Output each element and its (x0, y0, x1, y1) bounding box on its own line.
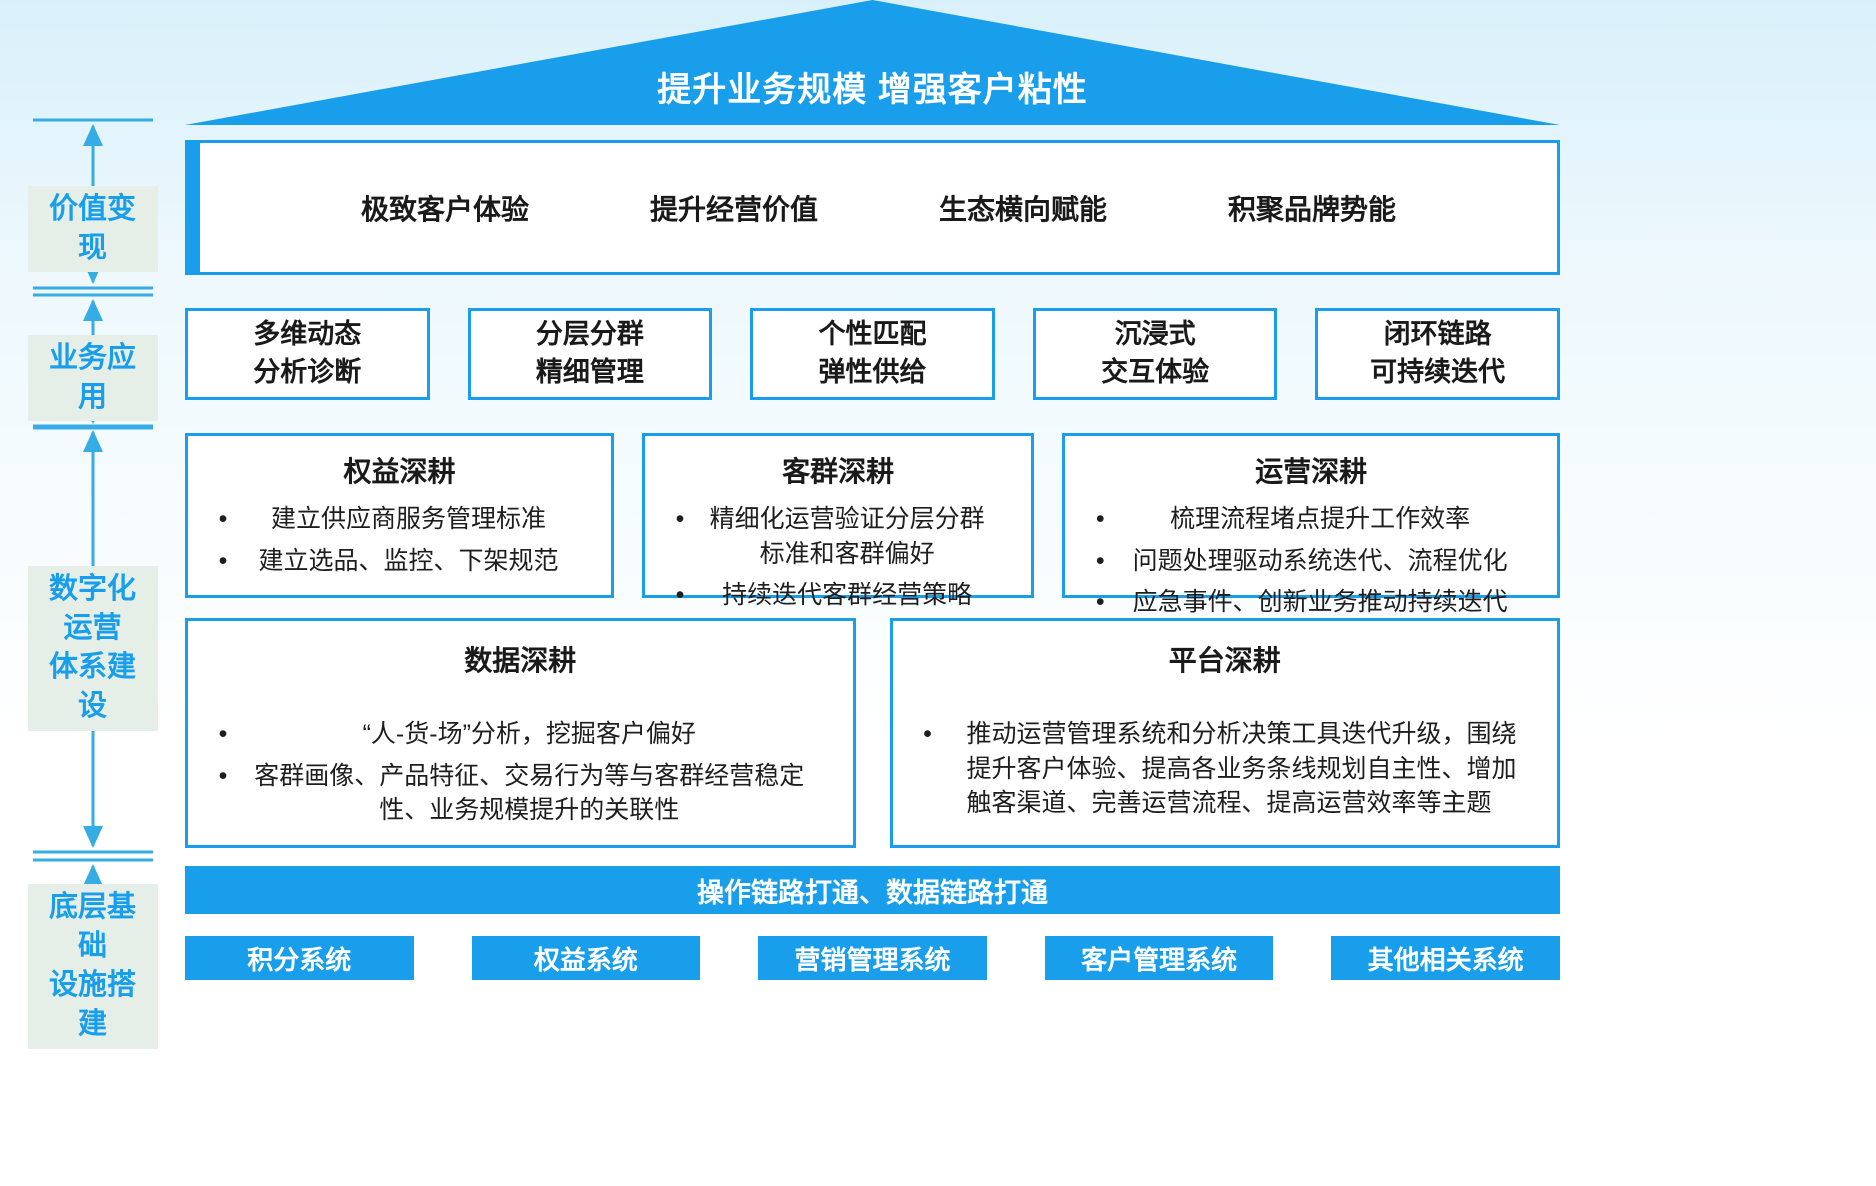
systems-row: 积分系统 权益系统 营销管理系统 客户管理系统 其他相关系统 (185, 936, 1560, 980)
card-bullets: 梳理流程堵点提升工作效率 问题处理驱动系统迭代、流程优化 应急事件、创新业务推动… (1077, 502, 1545, 620)
card-bullet: 应急事件、创新业务推动持续迭代 (1077, 585, 1545, 620)
rail-label-value: 价值变现 (27, 186, 158, 273)
app-box: 分层分群 精细管理 (467, 308, 713, 400)
card-bullet: 问题处理驱动系统迭代、流程优化 (1077, 544, 1545, 579)
cards-row-2: 数据深耕 “人-货-场”分析，挖掘客户偏好 客群画像、产品特征、交易行为等与客群… (185, 618, 1560, 848)
card-bullet: 建立选品、监控、下架规范 (200, 544, 599, 579)
rail-label-infrastructure: 底层基础 设施搭建 (27, 884, 158, 1049)
app-box: 闭环链路 可持续迭代 (1315, 308, 1560, 400)
card-bullet: 建立供应商服务管理标准 (200, 502, 599, 537)
card-title: 权益深耕 (343, 456, 456, 487)
rail-label-apps: 业务应用 (27, 335, 158, 422)
left-rail: 价值变现 业务应用 数字化运营 体系建设 (0, 0, 185, 1186)
rail-segment-value: 价值变现 (0, 118, 185, 290)
rail-segment-infrastructure: 底层基础 设施搭建 (0, 858, 185, 1049)
card-bullet: 梳理流程堵点提升工作效率 (1077, 502, 1545, 537)
value-item: 积聚品牌势能 (1227, 193, 1396, 225)
system-box: 权益系统 (471, 936, 701, 980)
system-box: 营销管理系统 (758, 936, 987, 980)
card-customer-groups: 客群深耕 精细化运营验证分层分群标准和客群偏好 持续迭代客群经营策略 (641, 433, 1035, 609)
card-bullets: “人-货-场”分析，挖掘客户偏好 客群画像、产品特征、交易行为等与客群经营稳定性… (200, 717, 841, 828)
card-operations: 运营深耕 梳理流程堵点提升工作效率 问题处理驱动系统迭代、流程优化 应急事件、创… (1062, 433, 1560, 616)
card-bullet: 推动运营管理系统和分析决策工具迭代升级，围绕提升客户体验、提高各业务条线规划自主… (905, 717, 1546, 821)
cards-row-1: 权益深耕 建立供应商服务管理标准 建立选品、监控、下架规范 客群深耕 精细化运营… (185, 433, 1560, 616)
value-realization-box: 极致客户体验 提升经营价值 生态横向赋能 积聚品牌势能 (185, 140, 1560, 275)
diagram-content: 提升业务规模 增强客户粘性 极致客户体验 提升经营价值 生态横向赋能 积聚品牌势… (185, 0, 1560, 1186)
link-bar: 操作链路打通、数据链路打通 (185, 866, 1560, 914)
card-bullets: 精细化运营验证分层分群标准和客群偏好 持续迭代客群经营策略 (657, 502, 1019, 613)
system-box: 其他相关系统 (1331, 936, 1560, 980)
card-bullets: 建立供应商服务管理标准 建立选品、监控、下架规范 (200, 502, 599, 578)
value-item: 极致客户体验 (360, 193, 529, 225)
card-platform: 平台深耕 推动运营管理系统和分析决策工具迭代升级，围绕提升客户体验、提高各业务条… (889, 618, 1560, 848)
card-rights: 权益深耕 建立供应商服务管理标准 建立选品、监控、下架规范 (185, 433, 614, 598)
system-box: 积分系统 (185, 936, 414, 980)
card-bullet: 持续迭代客群经营策略 (657, 578, 1019, 613)
card-title: 客群深耕 (782, 456, 895, 487)
card-bullet: 精细化运营验证分层分群标准和客群偏好 (657, 502, 1019, 571)
card-bullet: 客群画像、产品特征、交易行为等与客群经营稳定性、业务规模提升的关联性 (200, 759, 841, 828)
business-apps-row: 多维动态 分析诊断 分层分群 精细管理 个性匹配 弹性供给 沉浸式 交互体验 闭… (185, 308, 1560, 400)
card-title: 平台深耕 (1168, 645, 1281, 676)
rail-label-digital-ops: 数字化运营 体系建设 (27, 566, 158, 731)
rail-segment-apps: 业务应用 (0, 293, 185, 430)
value-item: 提升经营价值 (649, 193, 818, 225)
card-title: 运营深耕 (1255, 456, 1368, 487)
app-box: 个性匹配 弹性供给 (750, 308, 995, 400)
rail-segment-digital-ops: 数字化运营 体系建设 (0, 424, 185, 854)
value-item: 生态横向赋能 (938, 193, 1107, 225)
app-box: 沉浸式 交互体验 (1032, 308, 1278, 400)
roof-title: 提升业务规模 增强客户粘性 (657, 71, 1088, 109)
card-bullets: 推动运营管理系统和分析决策工具迭代升级，围绕提升客户体验、提高各业务条线规划自主… (905, 717, 1546, 821)
card-title: 数据深耕 (464, 645, 577, 676)
card-bullet: “人-货-场”分析，挖掘客户偏好 (200, 717, 841, 752)
card-data: 数据深耕 “人-货-场”分析，挖掘客户偏好 客群画像、产品特征、交易行为等与客群… (185, 618, 856, 848)
roof-banner: 提升业务规模 增强客户粘性 (185, 0, 1560, 125)
app-box: 多维动态 分析诊断 (185, 308, 430, 400)
system-box: 客户管理系统 (1044, 936, 1274, 980)
